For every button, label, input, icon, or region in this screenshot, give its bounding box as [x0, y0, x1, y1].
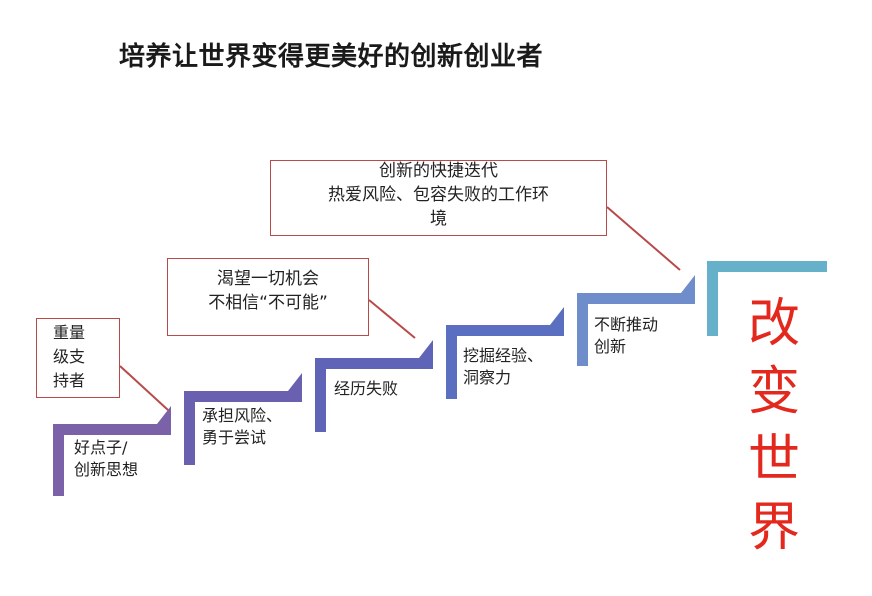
step-3-arrowhead [419, 340, 433, 358]
step-label-experience-failure: 经历失败 [334, 379, 399, 398]
step-1-riser [53, 424, 64, 496]
callout-connector-2 [368, 299, 416, 339]
step-label-keep-innovating: 不断推动 创新 [594, 315, 659, 356]
step-6-tread [707, 261, 827, 272]
step-4-arrowhead [550, 307, 564, 325]
goal-char: 改 [747, 294, 800, 354]
connectors-layer [119, 206, 681, 411]
step-5-tread [577, 293, 695, 304]
step-4-tread [446, 325, 564, 336]
goal-change-the-world: 改 变 世 界 [737, 290, 811, 562]
step-label-good-idea: 好点子/ 创新思想 [74, 438, 139, 479]
step-5-arrowhead [681, 275, 695, 293]
goal-char: 变 [747, 362, 800, 422]
goal-char: 界 [747, 498, 800, 558]
step-6-riser [707, 261, 718, 336]
callout-connector-3 [606, 206, 681, 271]
callout-heavyweight-supporters: 重量 级支 持者 [36, 318, 120, 398]
steps-layer [53, 261, 827, 496]
step-2-arrowhead [288, 373, 302, 391]
step-3-tread [315, 358, 433, 369]
step-3-riser [315, 358, 326, 432]
page-title: 培养让世界变得更美好的创新创业者 [119, 42, 544, 72]
step-1-tread [53, 424, 171, 435]
step-2-tread [184, 391, 302, 402]
step-label-dig-insight: 挖掘经验、 洞察力 [463, 346, 544, 387]
callout-seize-opportunities: 渴望一切机会 不相信“不可能” [167, 258, 369, 336]
callout-rapid-iteration: 创新的快捷迭代 热爱风险、包容失败的工作环 境 [270, 160, 607, 236]
goal-char: 世 [747, 430, 800, 490]
step-2-riser [184, 391, 195, 465]
step-1-arrowhead [157, 406, 171, 424]
step-4-riser [446, 325, 457, 399]
callout-connector-1 [119, 365, 169, 411]
step-label-take-risk: 承担风险、 勇于尝试 [202, 406, 283, 447]
step-5-riser [577, 293, 588, 366]
